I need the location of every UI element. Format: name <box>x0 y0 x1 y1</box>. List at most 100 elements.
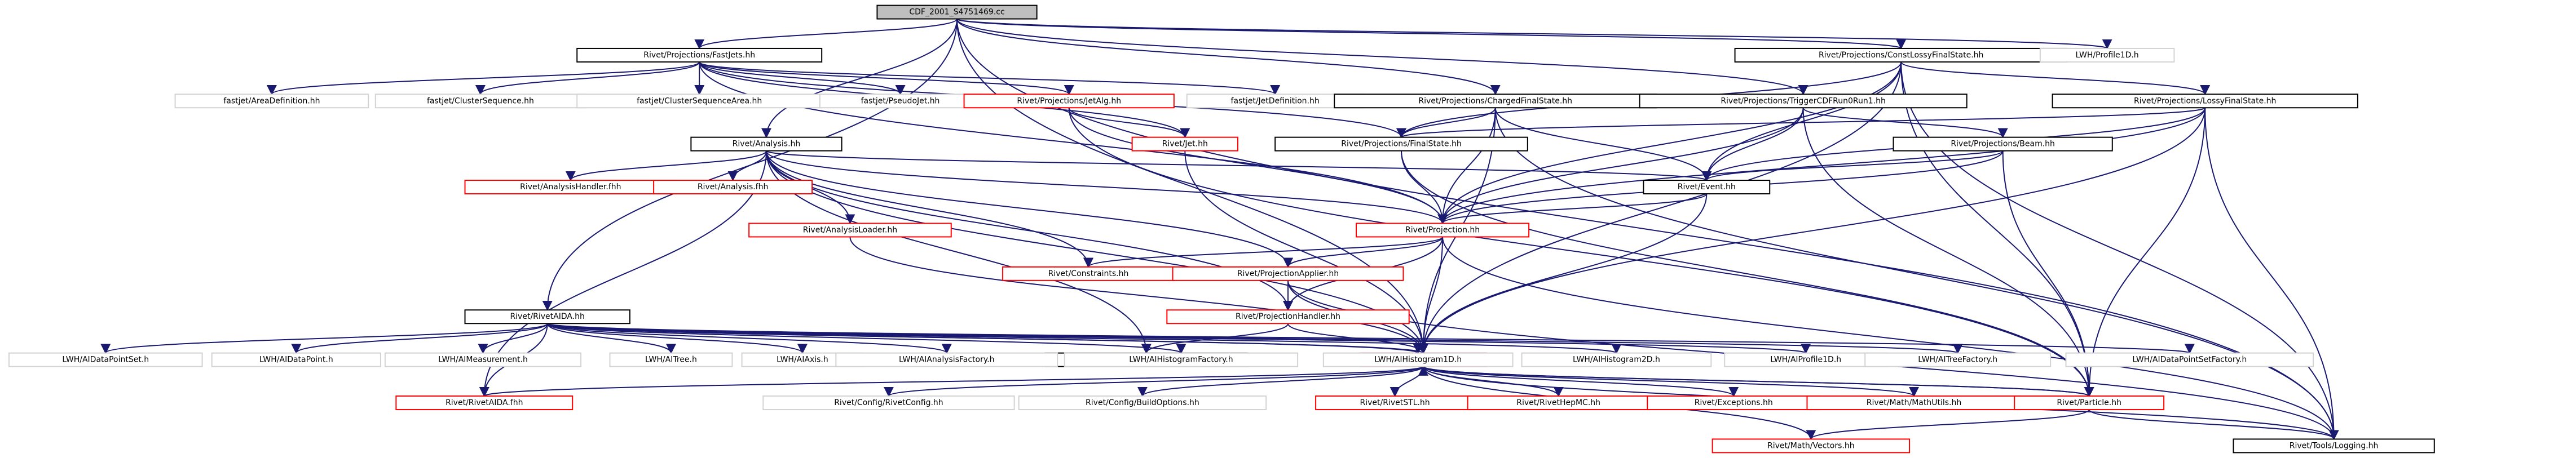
node-event[interactable]: Rivet/Event.hh <box>1643 180 1771 195</box>
node-particle[interactable]: Rivet/Particle.hh <box>2014 395 2165 411</box>
node-label-beam: Rivet/Projections/Beam.hh <box>1951 140 2055 149</box>
node-chargedfs[interactable]: Rivet/Projections/ChargedFinalState.hh <box>1334 94 1657 109</box>
node-label-jetdef: fastjet/JetDefinition.hh <box>1231 96 1320 105</box>
node-box-constraints <box>1002 266 1175 281</box>
node-rivethepmc[interactable]: Rivet/RivetHepMC.hh <box>1467 395 1650 411</box>
node-box-lwh_h2 <box>1521 352 1712 367</box>
node-corelossy[interactable]: Rivet/Projections/ConstLossyFinalState.h… <box>1734 47 2068 63</box>
edge-projection-to-toolslogging <box>1442 237 2339 441</box>
edge-root-to-fastjets <box>694 18 958 50</box>
edge-particle-to-mathvectors <box>1806 409 2090 441</box>
node-rivetaidafhh[interactable]: Rivet/RivetAIDA.fhh <box>395 395 574 411</box>
node-rivetjet[interactable]: Rivet/Jet.hh <box>1131 136 1238 152</box>
node-box-triggercdf <box>1639 94 1968 109</box>
node-lwh_dpsf: LWH/AIDataPointSetFactory.h <box>2065 352 2314 367</box>
node-label-analysisloader: Rivet/AnalysisLoader.hh <box>803 225 897 234</box>
node-label-lwh_p1: LWH/AIProfile1D.h <box>1770 355 1841 364</box>
node-constraints[interactable]: Rivet/Constraints.hh <box>1002 266 1175 281</box>
edge-analysis-to-event <box>765 150 1712 181</box>
node-label-mathvectors: Rivet/Math/Vectors.hh <box>1767 441 1855 450</box>
edge-analysis-to-analysisfhh <box>727 150 767 181</box>
node-projection[interactable]: Rivet/Projection.hh <box>1356 223 1530 238</box>
nodes-layer: CDF_2001_S4751469.ccRivet/Projections/Fa… <box>8 5 2435 453</box>
edge-fastjets-to-clusterseq <box>475 61 700 96</box>
edge-rivetaida-to-lwh_tree <box>546 323 676 354</box>
node-fastjets[interactable]: Rivet/Projections/FastJets.hh <box>576 47 823 63</box>
node-lwh_meas: LWH/AIMeasurement.h <box>384 352 582 367</box>
node-aread: fastjet/AreaDefinition.hh <box>174 94 369 109</box>
node-label-projapplier: Rivet/ProjectionApplier.hh <box>1237 269 1339 278</box>
node-lwh_h2: LWH/AIHistogram2D.h <box>1521 352 1712 367</box>
node-label-mathutils: Rivet/Math/MathUtils.hh <box>1867 398 1962 407</box>
edge-fastjets-to-pseudojet <box>699 61 906 96</box>
node-label-analysisfhh: Rivet/Analysis.fhh <box>698 183 769 192</box>
node-rivetstl[interactable]: Rivet/RivetSTL.hh <box>1315 395 1475 411</box>
node-box-projapplier <box>1172 266 1404 281</box>
node-analysisloader[interactable]: Rivet/AnalysisLoader.hh <box>748 223 952 238</box>
edge-chargedfs-to-toolslogging <box>1494 108 2339 441</box>
node-label-toolslogging: Rivet/Tools/Logging.hh <box>2290 441 2379 450</box>
node-triggercdf[interactable]: Rivet/Projections/TriggerCDFRun0Run1.hh <box>1639 94 1968 109</box>
node-box-lwh_h1 <box>1322 352 1514 367</box>
edge-rivetaida-to-lwh_dps <box>100 323 548 354</box>
edge-event-to-rivethh <box>1418 194 1708 354</box>
node-label-lwh_dps: LWH/AIDataPointSet.h <box>62 355 149 364</box>
node-label-lwh_h1: LWH/AIHistogram1D.h <box>1374 355 1462 364</box>
node-box-lwh_hf <box>1064 352 1299 367</box>
node-finalstate[interactable]: Rivet/Projections/FinalState.hh <box>1274 136 1528 152</box>
edge-finalstate-to-particle <box>1400 150 2094 397</box>
edge-analysis-to-projection <box>765 150 1448 225</box>
node-analysishandler[interactable]: Rivet/AnalysisHandler.fhh <box>464 180 677 195</box>
node-toolslogging[interactable]: Rivet/Tools/Logging.hh <box>2233 438 2435 453</box>
node-box-rivetconfig <box>762 395 1015 411</box>
edge-rivethh-to-rivetconfig <box>884 366 1424 397</box>
node-box-beam <box>1893 136 2113 152</box>
node-mathutils[interactable]: Rivet/Math/MathUtils.hh <box>1806 395 2022 411</box>
node-label-particle: Rivet/Particle.hh <box>2057 398 2121 407</box>
node-label-analysis: Rivet/Analysis.hh <box>733 140 801 149</box>
node-label-rivetaidafhh: Rivet/RivetAIDA.fhh <box>445 398 523 407</box>
node-analysis[interactable]: Rivet/Analysis.hh <box>690 136 843 152</box>
edge-root-to-corelossy <box>956 18 1906 50</box>
node-label-lwh_h2: LWH/AIHistogram2D.h <box>1573 355 1660 364</box>
edge-rivethh-to-buildopts <box>1137 366 1424 397</box>
node-beam[interactable]: Rivet/Projections/Beam.hh <box>1893 136 2113 152</box>
node-lwh_p1: LWH/AIProfile1D.h <box>1724 352 1888 367</box>
edge-jetalg-to-rivetjet <box>1068 107 1190 139</box>
node-jetalg[interactable]: Rivet/Projections/JetAlg.hh <box>963 94 1175 109</box>
node-box-rivetaidafhh <box>395 395 574 411</box>
node-projhandler[interactable]: Rivet/ProjectionHandler.hh <box>1166 309 1410 324</box>
node-box-projhandler <box>1166 309 1410 324</box>
node-box-corelossy <box>1734 47 2068 63</box>
node-box-pseudojet <box>819 94 982 109</box>
node-label-lwh_profile1d_top: LWH/Profile1D.h <box>2076 51 2139 60</box>
edge-lossyfs-to-rivethh <box>1418 108 2206 354</box>
node-lossyfs[interactable]: Rivet/Projections/LossyFinalState.hh <box>2052 94 2358 109</box>
node-label-rivetjet: Rivet/Jet.hh <box>1162 140 1208 149</box>
edges-layer <box>100 18 2339 441</box>
node-box-rivetaida <box>464 309 630 324</box>
node-box-rivetjet <box>1131 136 1238 152</box>
edge-lossyfs-to-projection <box>1437 108 2206 225</box>
node-label-clusterseqarea: fastjet/ClusterSequenceArea.hh <box>637 96 762 105</box>
node-exceptions[interactable]: Rivet/Exceptions.hh <box>1647 395 1821 411</box>
node-lwh_profile1d_top: LWH/Profile1D.h <box>2039 47 2175 63</box>
node-mathvectors[interactable]: Rivet/Math/Vectors.hh <box>1712 438 1911 453</box>
node-rivetaida[interactable]: Rivet/RivetAIDA.hh <box>464 309 630 324</box>
edge-root-to-analysis <box>761 19 958 139</box>
node-label-event: Rivet/Event.hh <box>1678 183 1736 192</box>
edge-rivethh-to-exceptions <box>1422 366 1739 397</box>
node-projapplier[interactable]: Rivet/ProjectionApplier.hh <box>1172 266 1404 281</box>
node-label-finalstate: Rivet/Projections/FinalState.hh <box>1341 140 1461 149</box>
edge-lossyfs-to-toolslogging <box>2204 108 2339 441</box>
node-box-toolslogging <box>2233 438 2435 453</box>
edge-fastjets-to-jetalg <box>699 61 1074 96</box>
node-box-lwh_dps <box>8 352 203 367</box>
edge-analysisloader-to-rivethh <box>849 237 1428 354</box>
edge-corelossy-to-rivethh <box>1418 61 1902 354</box>
node-analysisfhh[interactable]: Rivet/Analysis.fhh <box>653 180 813 195</box>
node-label-lwh_dp: LWH/AIDataPoint.h <box>259 355 333 364</box>
node-lwh_dp: LWH/AIDataPoint.h <box>211 352 381 367</box>
edge-projection-to-rivethh <box>1418 237 1444 354</box>
